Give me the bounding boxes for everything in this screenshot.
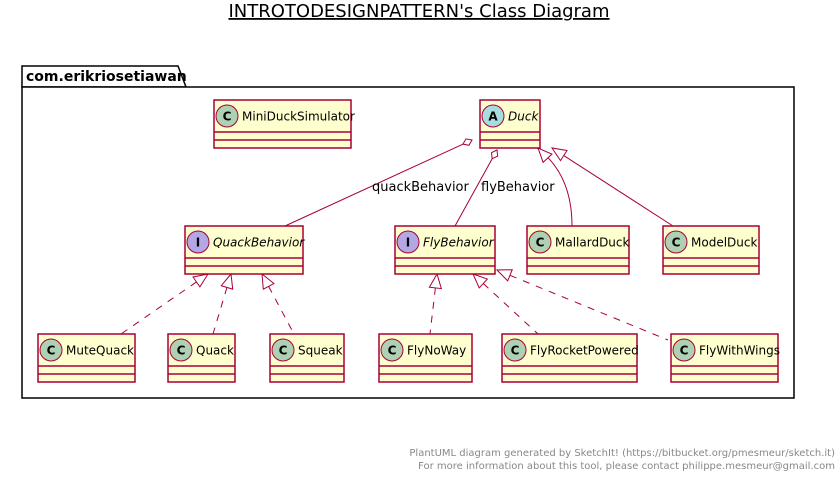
class-name: FlyNoWay (407, 344, 466, 358)
relations: quackBehavior flyBehavior (120, 138, 674, 341)
class-name: Squeak (298, 344, 343, 358)
stereotype-letter: C (511, 344, 520, 358)
relation-flywings-flyb (495, 269, 669, 341)
realization-arrow-icon (472, 273, 489, 289)
relation-duck-quackb: quackBehavior (284, 138, 473, 227)
relation-flynoway-flyb (428, 272, 443, 335)
realization-line (482, 283, 539, 335)
class-quackb: I QuackBehavior (184, 225, 305, 275)
class-quack: C Quack (167, 333, 236, 383)
class-flyb: I FlyBehavior (394, 225, 496, 275)
stereotype-letter: C (279, 344, 288, 358)
stereotype-spot-icon (380, 338, 404, 362)
stereotype-spot-icon (664, 230, 688, 254)
stereotype-spot-icon (503, 338, 527, 362)
relation-model-duck (550, 147, 674, 227)
class-name: MallardDuck (555, 236, 630, 250)
relation-label: quackBehavior (372, 180, 470, 195)
stereotype-spot-icon (39, 338, 63, 362)
class-name: FlyBehavior (423, 236, 495, 250)
relation-flyrocket-flyb (472, 273, 539, 335)
aggregation-line (284, 143, 464, 227)
realization-arrow-icon (495, 269, 513, 282)
realization-line (268, 286, 295, 335)
stereotype-letter: C (223, 110, 232, 124)
stereotype-letter: C (388, 344, 397, 358)
realization-arrow-icon (220, 272, 234, 290)
class-squeak: C Squeak (269, 333, 345, 383)
stereotype-letter: I (406, 236, 410, 250)
class-flywings: C FlyWithWings (670, 333, 780, 383)
stereotype-spot-icon (396, 230, 420, 254)
inheritance-arrow-icon (537, 147, 553, 164)
relation-mallard-duck (536, 147, 573, 227)
class-name: QuackBehavior (213, 236, 305, 250)
stereotype-letter: C (177, 344, 186, 358)
relation-squeak-quackb (261, 272, 295, 335)
stereotype-spot-icon (672, 338, 696, 362)
class-duck: A Duck (479, 99, 541, 149)
class-name: FlyRocketPowered (530, 344, 639, 358)
stereotype-spot-icon (186, 230, 210, 254)
footer-line-1: PlantUML diagram generated by SketchIt! … (409, 448, 835, 459)
package-name: com.erikriosetiawan (26, 69, 187, 85)
aggregation-diamond-icon (490, 149, 499, 160)
realization-line (120, 281, 197, 335)
stereotype-letter: I (196, 236, 200, 250)
stereotype-letter: A (488, 110, 498, 124)
class-flyrocket: C FlyRocketPowered (501, 333, 639, 383)
realization-line (509, 274, 669, 341)
class-name: Duck (508, 110, 539, 124)
class-name: ModelDuck (691, 236, 757, 250)
stereotype-spot-icon (528, 230, 552, 254)
class-flynoway: C FlyNoWay (378, 333, 473, 383)
realization-arrow-icon (261, 272, 275, 290)
relation-label: flyBehavior (481, 180, 555, 195)
stereotype-spot-icon (481, 104, 505, 128)
class-name: Quack (196, 344, 234, 358)
class-name: MuteQuack (66, 344, 134, 358)
class-name: FlyWithWings (699, 344, 780, 358)
diagram-title: INTROTODESIGNPATTERN's Class Diagram (228, 1, 609, 22)
stereotype-letter: C (47, 344, 56, 358)
class-mute: C MuteQuack (37, 333, 136, 383)
aggregation-diamond-icon (462, 138, 473, 146)
class-model: C ModelDuck (662, 225, 760, 275)
stereotype-spot-icon (271, 338, 295, 362)
class-minisim: C MiniDuckSimulator (213, 99, 355, 149)
footer-line-2: For more information about this tool, pl… (418, 461, 835, 472)
aggregation-line (454, 158, 493, 227)
realization-arrow-icon (192, 273, 210, 288)
realization-arrow-icon (428, 272, 443, 290)
inheritance-arrow-icon (550, 147, 568, 162)
relation-mute-quackb (120, 273, 210, 335)
stereotype-letter: C (680, 344, 689, 358)
class-name: MiniDuckSimulator (242, 110, 355, 124)
stereotype-spot-icon (215, 104, 239, 128)
stereotype-letter: C (536, 236, 545, 250)
relation-quack-quackb (212, 272, 234, 335)
inheritance-line (563, 155, 674, 227)
class-mallard: C MallardDuck (526, 225, 630, 275)
relation-duck-flyb: flyBehavior (454, 149, 555, 227)
stereotype-spot-icon (169, 338, 193, 362)
stereotype-letter: C (672, 236, 681, 250)
